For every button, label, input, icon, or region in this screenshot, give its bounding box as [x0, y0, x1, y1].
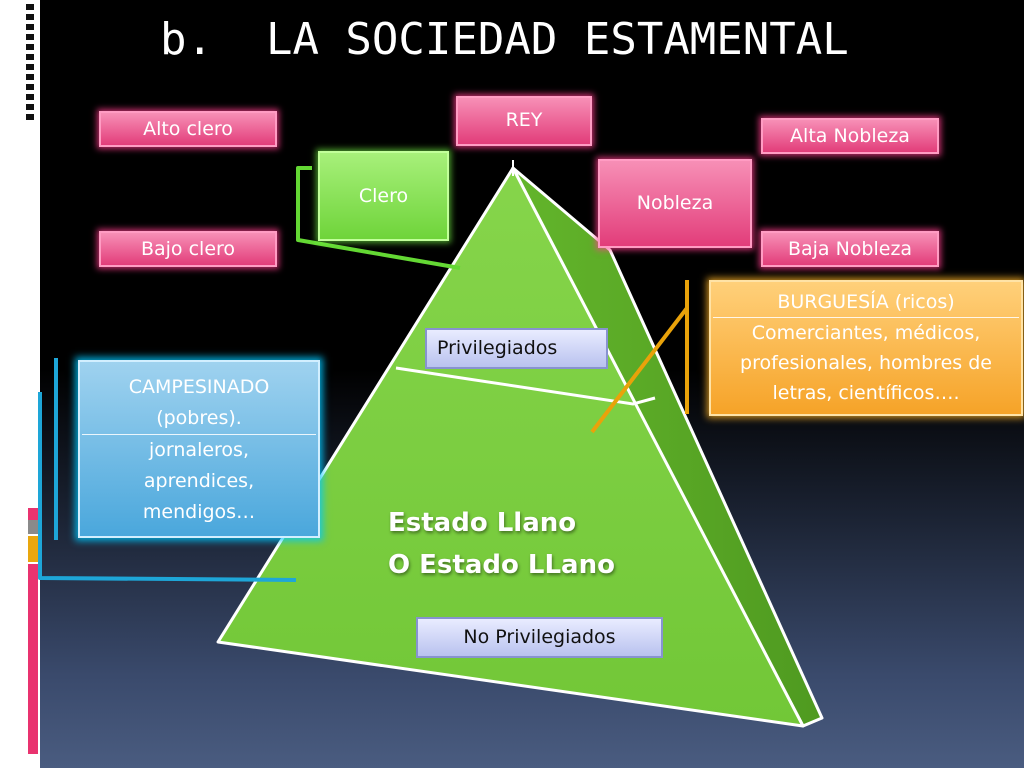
campesinado-title: CAMPESINADO [128, 376, 270, 398]
burguesia-line-1: Comerciantes, médicos, [751, 322, 981, 344]
estado-llano-line-2: O Estado LLano [388, 550, 615, 580]
campesinado-box: CAMPESINADO (pobres). jornaleros, aprend… [78, 360, 320, 538]
alta-nobleza-box: Alta Nobleza [761, 118, 939, 154]
burguesia-connector [590, 306, 689, 434]
bar-accent-yellow [28, 536, 38, 562]
burguesia-line-2: profesionales, hombres de [740, 352, 992, 374]
bar-square-9 [26, 84, 34, 90]
bar-square-3 [26, 24, 34, 30]
bar-square-6 [26, 54, 34, 60]
pyramid-divider-line [395, 366, 656, 406]
estado-llano-line-1: Estado Llano [388, 508, 577, 538]
bar-square-8 [26, 74, 34, 80]
clero-bracket [296, 166, 461, 270]
burguesia-title: BURGUESÍA (ricos) [777, 291, 955, 313]
bajo-clero-box: Bajo clero [99, 231, 277, 267]
bar-square-5 [26, 44, 34, 50]
baja-nobleza-box: Baja Nobleza [761, 231, 939, 267]
pyramid-front-face [216, 166, 805, 728]
bar-square-2 [26, 14, 34, 20]
burguesia-separator [713, 317, 1019, 318]
campesinado-line-1: (pobres). [156, 407, 242, 429]
bar-square-1 [26, 4, 34, 10]
page-title: b. LA SOCIEDAD ESTAMENTAL [160, 14, 849, 65]
bar-square-7 [26, 64, 34, 70]
bar-square-10 [26, 94, 34, 100]
campesinado-line-3: aprendices, [143, 470, 255, 492]
burguesia-box: BURGUESÍA (ricos) Comerciantes, médicos,… [709, 280, 1023, 416]
burguesia-line-3: letras, científicos…. [772, 382, 960, 404]
bar-accent-gray [28, 520, 38, 534]
campesinado-separator [82, 434, 316, 435]
bar-accent-pink-long [28, 564, 38, 754]
nobleza-box: Nobleza [598, 159, 752, 248]
bar-square-11 [26, 104, 34, 110]
left-decorative-bar [0, 0, 40, 768]
alto-clero-box: Alto clero [99, 111, 277, 147]
campesinado-line-2: jornaleros, [149, 439, 249, 461]
campesinado-connector [38, 392, 297, 582]
bar-square-12 [26, 114, 34, 120]
clero-box: Clero [318, 151, 449, 241]
estado-llano-label: Estado Llano O Estado LLano [388, 502, 648, 586]
no-privilegiados-box: No Privilegiados [416, 617, 663, 658]
bar-square-4 [26, 34, 34, 40]
campesinado-line-4: mendigos… [142, 501, 256, 523]
bar-accent-pink [28, 508, 38, 520]
privilegiados-box: Privilegiados [425, 328, 608, 369]
rey-box: REY [456, 96, 592, 146]
